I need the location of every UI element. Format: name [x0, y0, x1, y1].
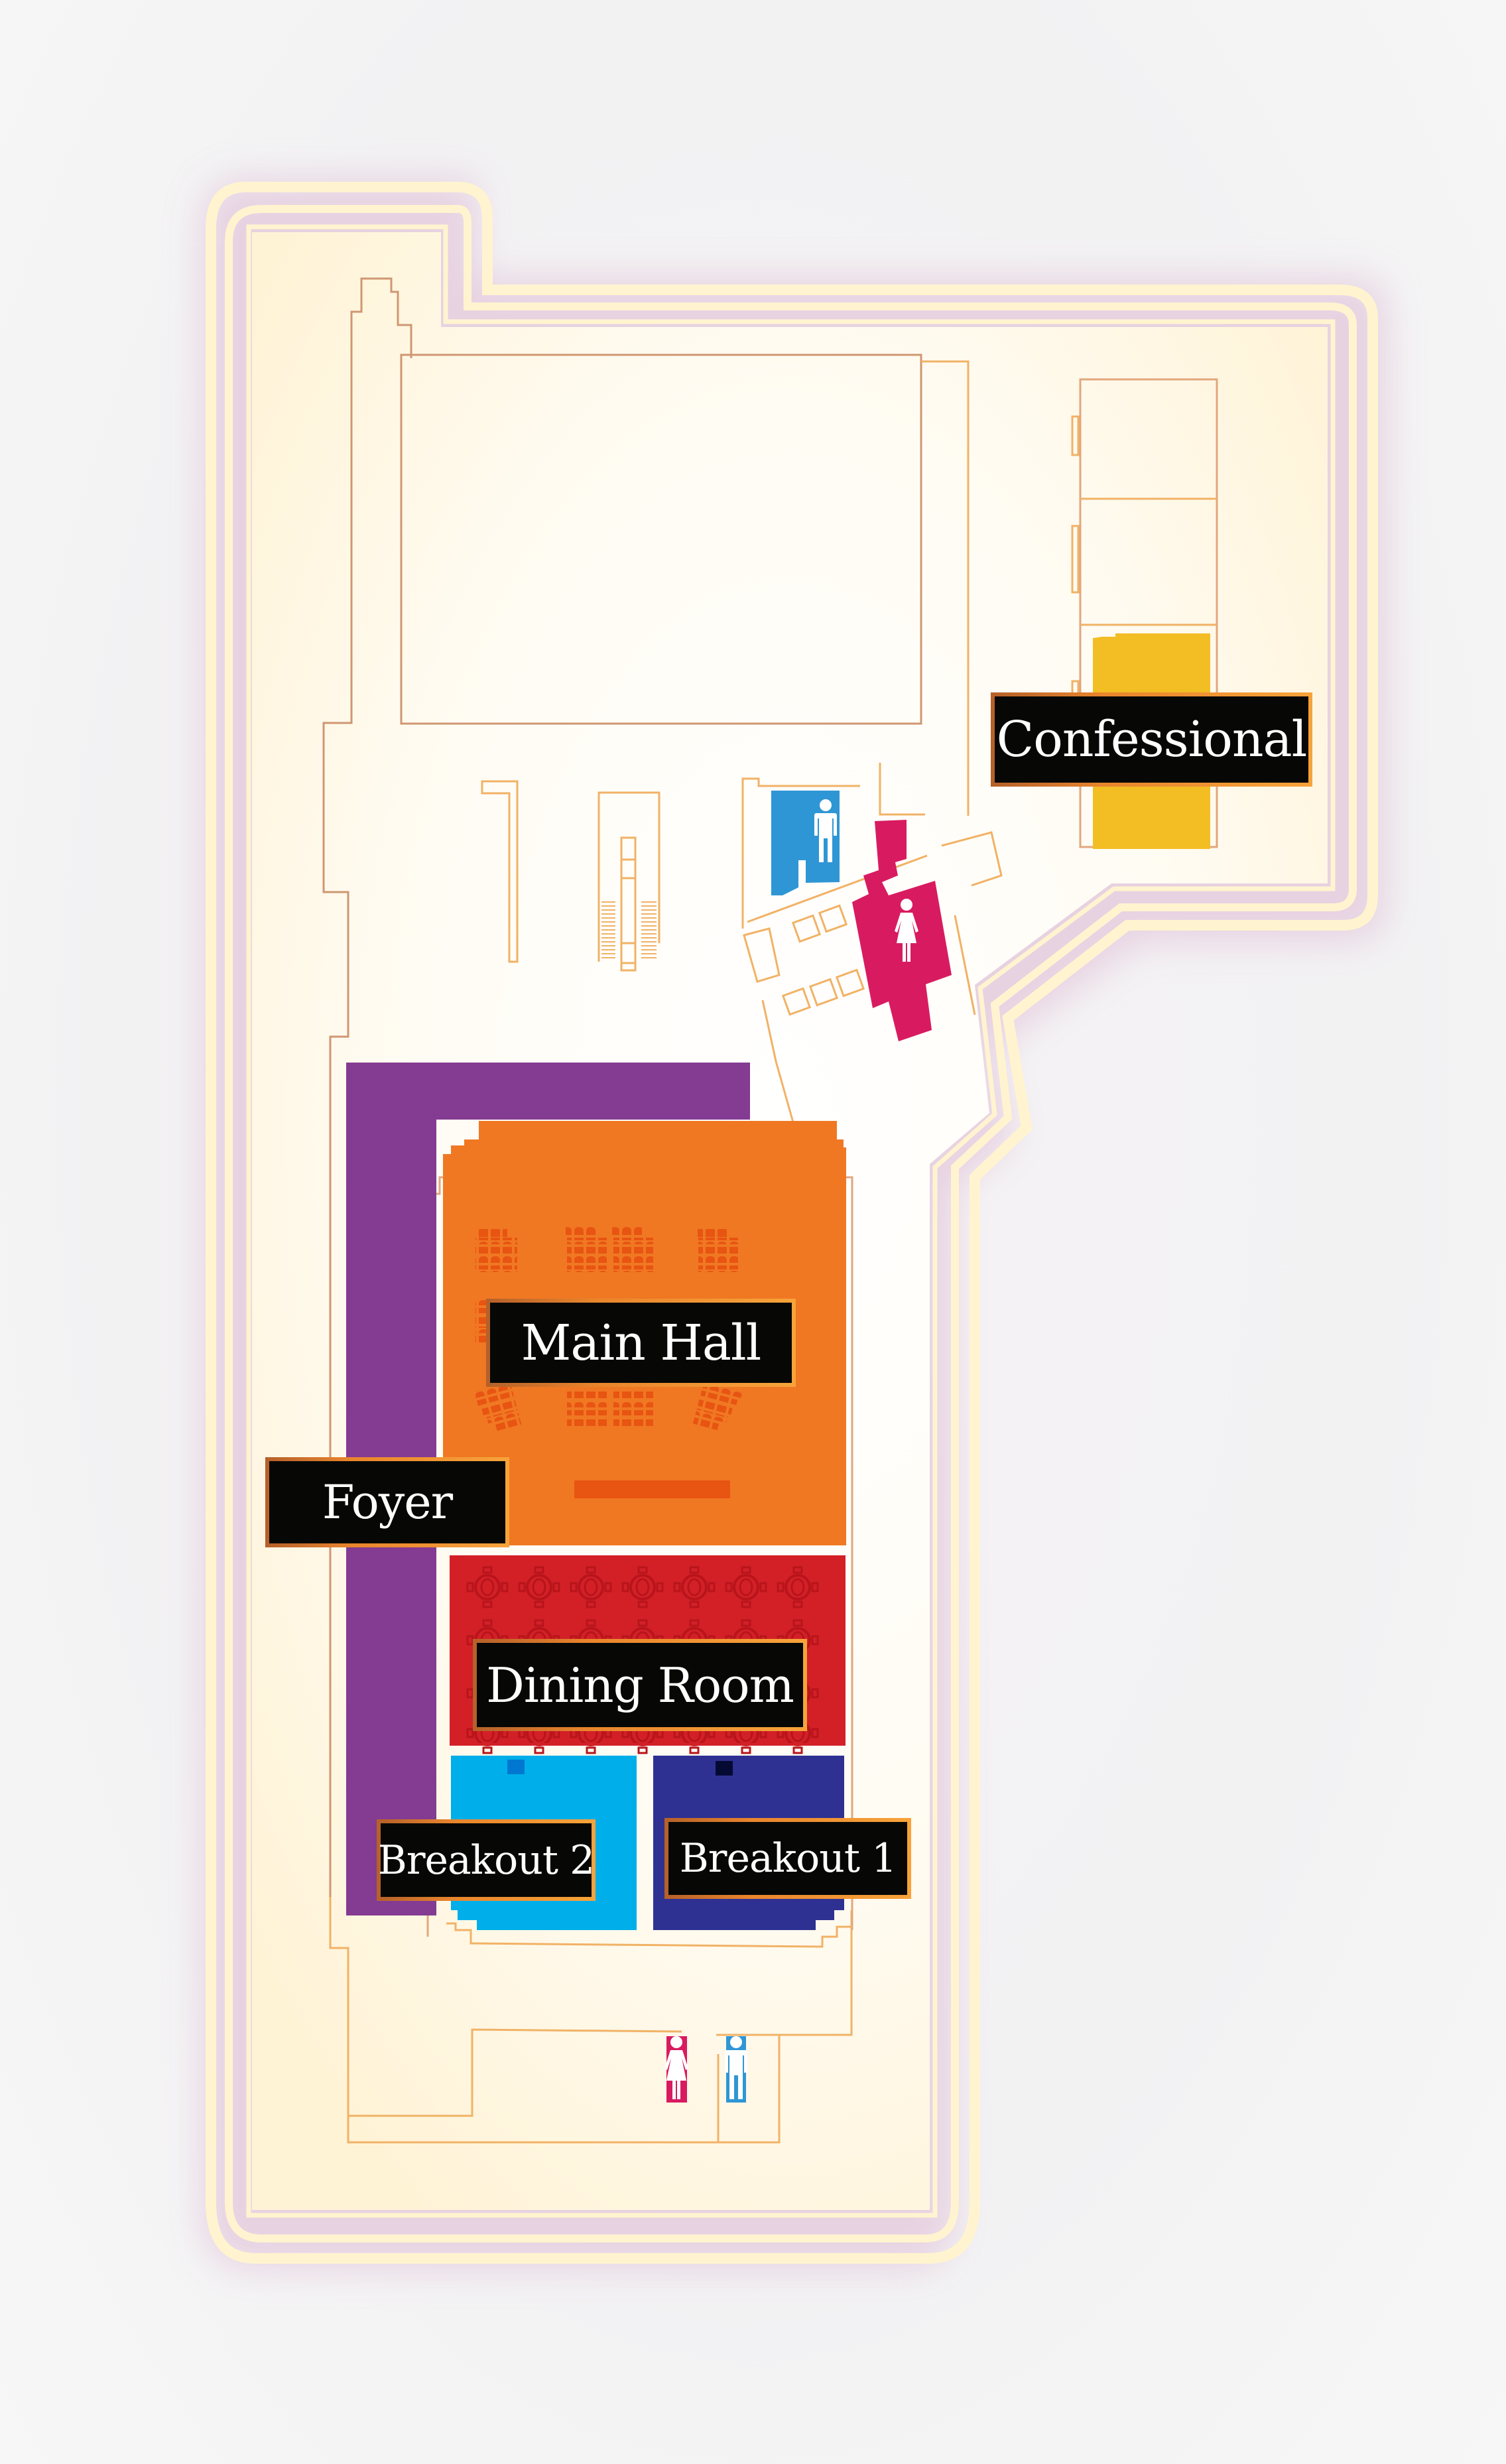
breakout-2-label[interactable]: Breakout 2 — [377, 1819, 596, 1901]
main-hall-label[interactable]: Main Hall — [486, 1299, 796, 1387]
confessional-label-text: Confessional — [995, 696, 1308, 783]
breakout-2-label-text: Breakout 2 — [378, 1823, 595, 1897]
restroom-womens-upper — [852, 820, 952, 1041]
dining-room-label[interactable]: Dining Room — [473, 1639, 807, 1731]
foyer-label[interactable]: Foyer — [265, 1457, 509, 1547]
breakout-1-screen — [716, 1761, 733, 1776]
interior-walls — [322, 277, 1218, 2144]
breakout-1-label[interactable]: Breakout 1 — [664, 1818, 911, 1899]
stage — [574, 1480, 730, 1498]
restroom-mens-lower — [725, 2036, 747, 2103]
building-outline — [206, 182, 1378, 2264]
dining-room-label-text: Dining Room — [477, 1643, 803, 1727]
foyer-label-text: Foyer — [269, 1461, 505, 1543]
restroom-womens-lower — [664, 2036, 688, 2103]
breakout-2-screen — [507, 1760, 525, 1774]
confessional-label[interactable]: Confessional — [991, 692, 1312, 787]
restroom-mens-upper — [771, 791, 840, 895]
breakout-1-label-text: Breakout 1 — [668, 1822, 907, 1895]
main-hall-label-text: Main Hall — [490, 1303, 792, 1383]
